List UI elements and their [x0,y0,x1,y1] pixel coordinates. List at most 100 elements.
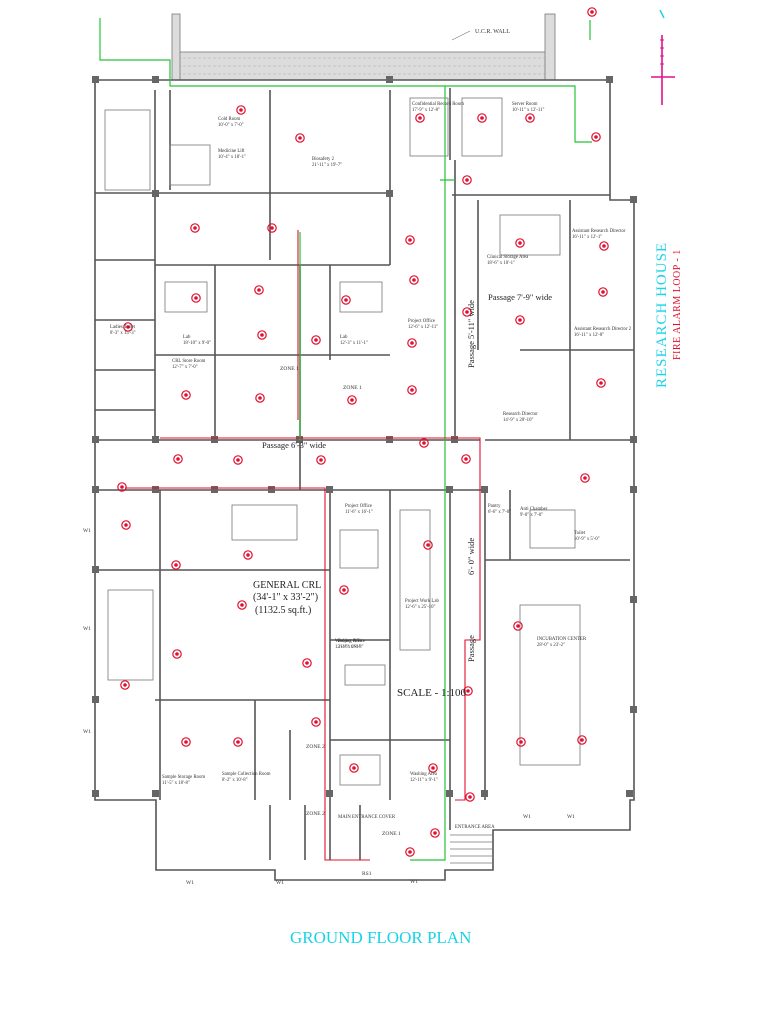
room-name: MAIN ENTRANCE COVER [338,815,396,820]
smoke-detector-icon [302,658,312,668]
smoke-detector-icon [233,455,243,465]
room-name: Ladies Toilet [110,325,136,330]
room-name: Assistant Research Director 2 [574,327,632,332]
room-name: Washing Area [335,639,363,644]
svg-text:W1: W1 [83,729,91,735]
passage-main: Passage 6'-3" wide [262,440,326,450]
smoke-detector-icon [311,335,321,345]
scale-label: SCALE - 1:100 [397,687,467,699]
window-tags: W1 W1 W1 W1 W1 W1 W1 RS1 W1 [83,528,575,886]
smoke-detector-icon [596,378,606,388]
smoke-detector-icon [409,275,419,285]
general-crl-name: GENERAL CRL [253,580,321,591]
room-dimension: 6'-6" x 7'-0" [488,510,511,515]
room-dimension: 8'-2" x 10'-8" [222,778,248,783]
smoke-detector-icon [477,113,487,123]
entrance-steps [450,834,493,864]
svg-text:W1: W1 [523,814,531,820]
smoke-detector-icon [181,390,191,400]
general-crl-area: (1132.5 sq.ft.) [255,605,311,616]
svg-text:W1: W1 [567,814,575,820]
smoke-detector-icon [462,175,472,185]
room-dimension: 18'-10" x 9'-0" [183,341,211,346]
furniture-outlines [104,97,581,786]
room-dimension: 12'-6" x 25'-10" [405,605,435,610]
fire-alarm-wiring-red [125,230,481,861]
smoke-detector-icon [405,847,415,857]
room-name: Project Office [338,639,365,644]
smoke-detector-icon [349,763,359,773]
smoke-detector-icon [254,285,264,295]
smoke-detector-icon [515,315,525,325]
room-dimension: 16'-11" x 12'-1" [572,235,602,240]
room-dimension: 12'-11" x 9'-1" [410,778,438,783]
smoke-detectors [117,7,609,857]
zone-label: ZONE 1 [343,385,362,391]
smoke-detector-icon [243,550,253,560]
smoke-detector-icon [171,560,181,570]
smoke-detector-icon [267,223,277,233]
smoke-detector-icon [339,585,349,595]
smoke-detector-icon [463,686,473,696]
room-name: Biosafety 2 [312,157,335,162]
room-name: Research Director [503,412,538,417]
smoke-detector-icon [415,113,425,123]
room-dimension: 14'-9" x 20'-10" [503,418,533,423]
interior-walls [95,88,634,860]
smoke-detector-icon [173,454,183,464]
north-arrow-icon [651,9,675,105]
smoke-detector-icon [311,717,321,727]
smoke-detector-icon [513,621,523,631]
room-name: Anti Chamber [520,507,548,512]
room-name: Lab [340,335,348,340]
project-title-vertical: RESEARCH HOUSE [654,242,670,388]
room-dimension: 11'-6" x 16'-1" [345,510,373,515]
room-dimension: 10'-0" x 7'-0" [218,123,244,128]
room-dimension: 12'-6" x 12'-11" [408,325,438,330]
smoke-detector-icon [423,540,433,550]
smoke-detector-icon [190,223,200,233]
svg-text:W1: W1 [186,880,194,886]
svg-text:W1: W1 [410,879,418,885]
smoke-detector-icon [577,735,587,745]
zone-label: ZONE 2 [306,811,325,817]
passage-vertical-top: Passage 5'-11" wide [466,300,476,368]
smoke-detector-icon [465,792,475,802]
room-dimension: 10'-4" x 18'-1" [218,155,246,160]
svg-text:W1: W1 [83,528,91,534]
room-name: CRL Store Room [172,359,206,364]
ucr-wall-label: U.C.R. WALL [475,29,510,35]
smoke-detector-icon [181,737,191,747]
room-dimension: 17'-9" x 12'-8" [412,108,440,113]
passage-right: Passage 7'-9" wide [488,292,552,302]
room-name: ENTRANCE AREA [455,825,495,830]
room-dimension: 11'-6" x 8'-8" [338,645,363,650]
smoke-detector-icon [120,680,130,690]
smoke-detector-icon [341,295,351,305]
room-name: Project Office [408,319,435,324]
room-dimension: 9'-0" x 7'-0" [520,513,543,518]
smoke-detector-icon [405,235,415,245]
room-dimension: 12'-3" x 11'-1" [340,341,368,346]
room-name: Medicine Lift [218,149,245,154]
smoke-detector-icon [515,238,525,248]
room-name: Cold Room [218,117,241,122]
smoke-detector-icon [580,473,590,483]
plan-title: GROUND FLOOR PLAN [290,928,471,947]
room-name: Server Room [512,102,538,107]
smoke-detector-icon [525,113,535,123]
room-name: Washing Area [410,772,438,777]
room-dimension: 12'-4" x 9'-1" [335,645,361,650]
passage-vertical-bottom: Passage [466,635,476,662]
room-name: Project Office [345,504,372,509]
zone-label: ZONE 1 [382,831,401,837]
room-name: Assistant Research Director [572,229,626,234]
smoke-detector-icon [172,649,182,659]
smoke-detector-icon [236,105,246,115]
smoke-detector-icon [117,482,127,492]
smoke-detector-icon [121,520,131,530]
room-name: Sample Collection Room [222,772,271,777]
smoke-detector-icon [430,828,440,838]
